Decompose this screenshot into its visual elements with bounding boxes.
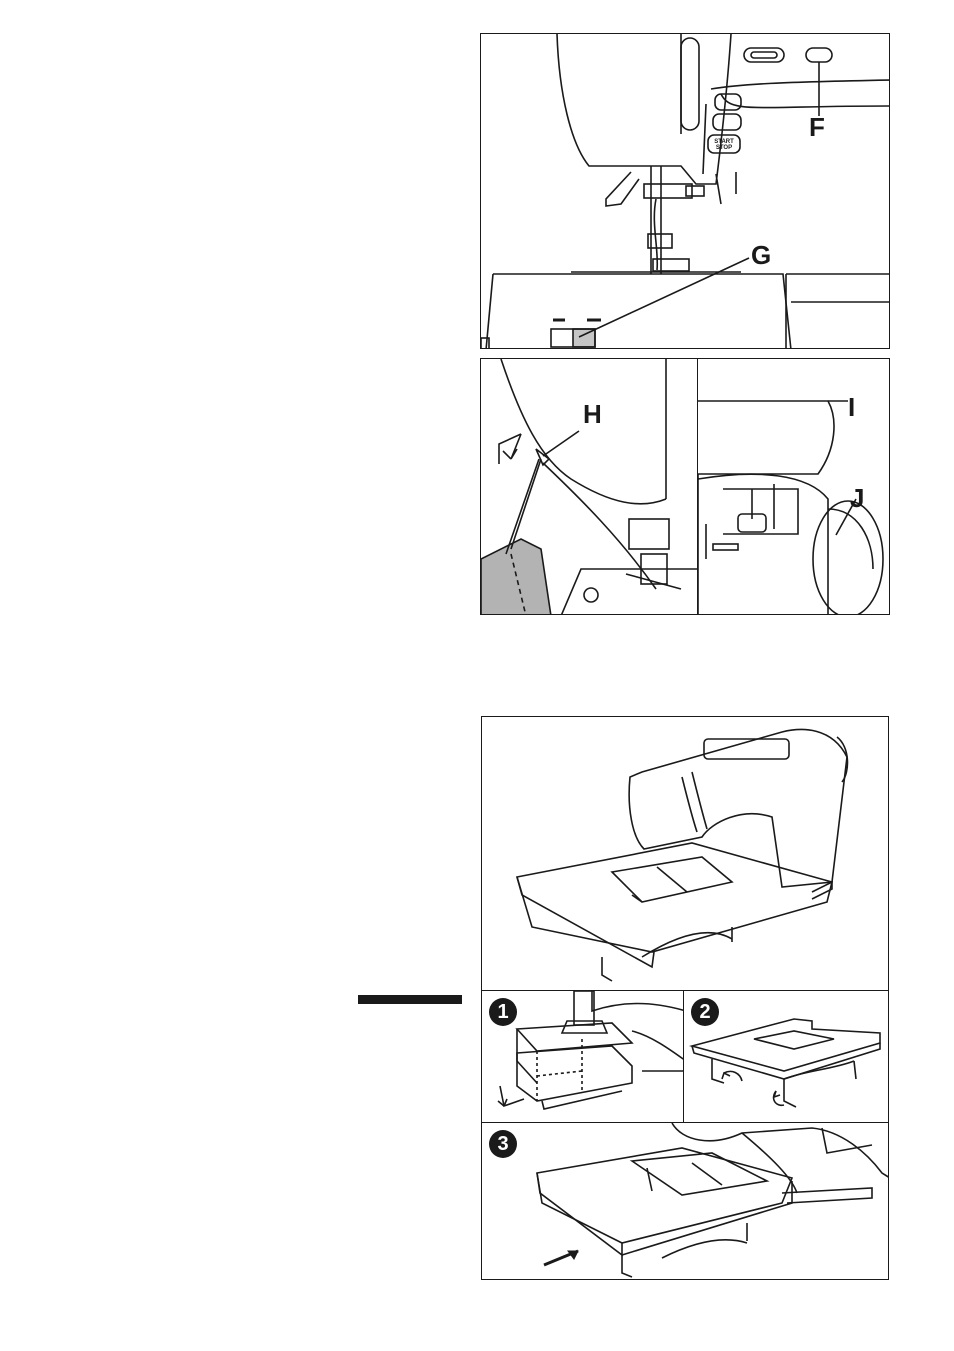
callout-h: H [583, 401, 602, 427]
start-stop-button-label: START STOP [709, 139, 739, 151]
stop-label: STOP [709, 145, 739, 151]
figure-machine-head-panel: START STOP F G [480, 33, 890, 349]
figure-bobbin-winder-panel: I J [697, 358, 890, 615]
step-1-badge: 1 [489, 998, 517, 1026]
callout-f: F [809, 114, 825, 140]
figure-thread-guide-panel: H [480, 358, 698, 615]
callout-j: J [850, 485, 864, 511]
extension-table-illustration [482, 717, 889, 991]
callout-i: I [848, 394, 855, 420]
callout-g: G [751, 242, 771, 268]
step-3-illustration [482, 1123, 889, 1280]
figure-step-3-panel: 3 [481, 1122, 889, 1280]
machine-head-illustration [481, 34, 890, 349]
section-heading-bar [358, 995, 462, 1004]
figure-step-2-panel: 2 [683, 990, 889, 1124]
thread-guide-illustration [481, 359, 698, 615]
step-3-badge: 3 [489, 1130, 517, 1158]
figure-extension-table-panel [481, 716, 889, 991]
figure-step-1-panel: 1 [481, 990, 685, 1124]
step-2-badge: 2 [691, 998, 719, 1026]
